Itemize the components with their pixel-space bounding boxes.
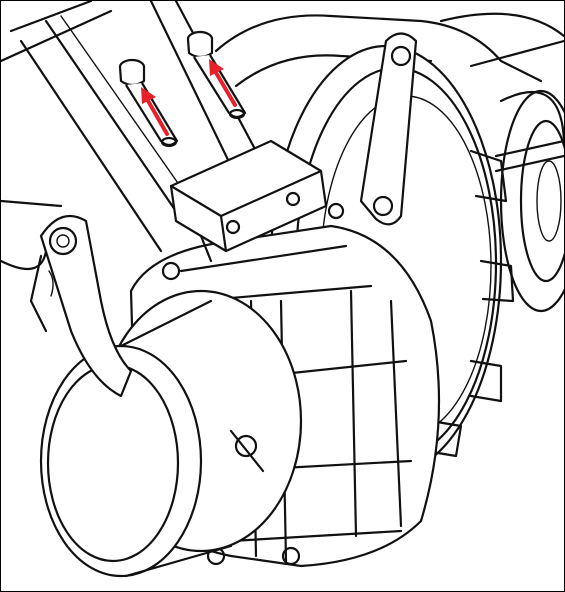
arrow-left — [141, 87, 169, 136]
front-end-cap — [39, 289, 303, 578]
mounting-bracket — [169, 139, 328, 263]
frame-tubes — [1, 1, 258, 271]
hinge-clamp — [29, 214, 133, 398]
lever-arm — [359, 32, 418, 226]
arrow-right — [209, 59, 237, 107]
upper-housing — [214, 12, 564, 313]
